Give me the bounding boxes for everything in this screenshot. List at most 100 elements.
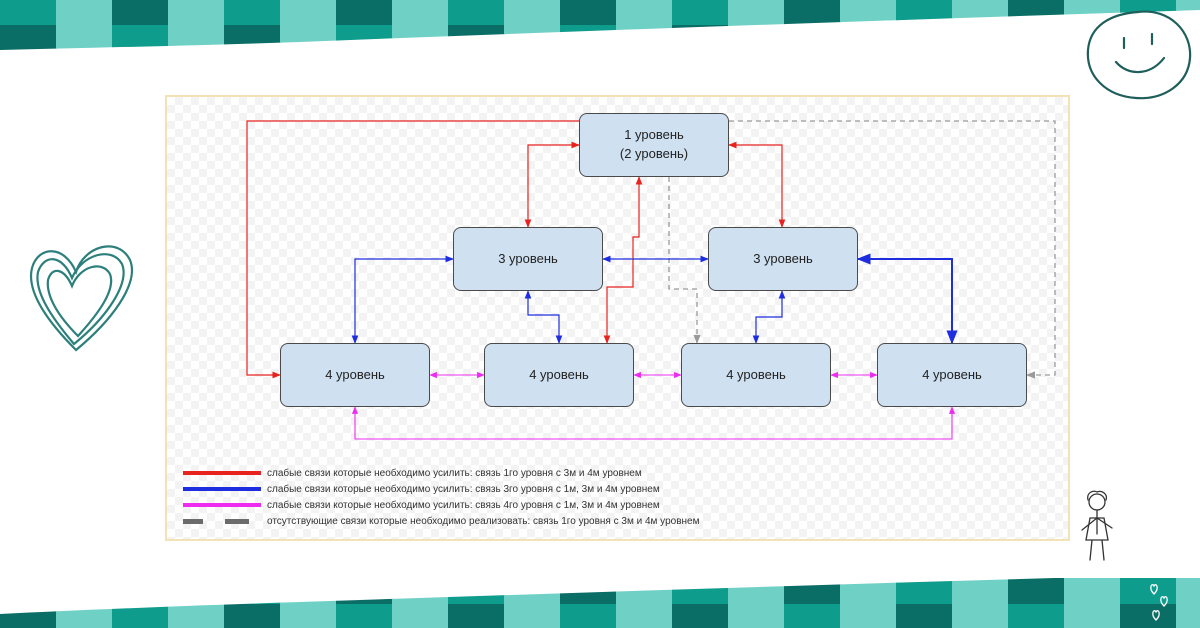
link-n4a-n4d <box>351 406 956 440</box>
checker-tile <box>56 25 113 50</box>
checker-tile <box>672 0 729 25</box>
legend-label: слабые связи которые необходимо усилить:… <box>267 499 660 511</box>
checker-tile <box>448 578 505 604</box>
checker-tile <box>560 25 617 50</box>
legend-item-gray-dashed: отсутствующие связи которые необходимо р… <box>183 513 699 529</box>
checker-tile <box>392 578 449 604</box>
link-n1-n3b <box>728 141 786 228</box>
checker-tile <box>616 604 673 628</box>
checker-tile <box>1008 25 1065 50</box>
checker-tile <box>784 25 841 50</box>
legend-line <box>183 471 261 475</box>
legend-swatch-red <box>183 466 261 480</box>
legend-label: слабые связи которые необходимо усилить:… <box>267 483 660 495</box>
checker-tile <box>728 25 785 50</box>
checker-tile <box>728 578 785 604</box>
checker-tile <box>840 0 897 25</box>
checker-tile <box>280 604 337 628</box>
checker-tile <box>0 604 57 628</box>
checker-tile <box>728 604 785 628</box>
checker-tile <box>0 0 57 25</box>
checker-band-top <box>0 0 1200 50</box>
legend-dash <box>225 519 249 524</box>
legend-swatch-magenta <box>183 498 261 512</box>
checker-tile <box>896 0 953 25</box>
legend: слабые связи которые необходимо усилить:… <box>183 465 699 529</box>
legend-dash <box>183 519 203 524</box>
link-n1-n4a <box>246 120 579 379</box>
checker-tile <box>392 604 449 628</box>
checker-tile <box>1008 0 1065 25</box>
checker-tile <box>952 578 1009 604</box>
checker-tile <box>1008 578 1065 604</box>
checker-tile <box>560 604 617 628</box>
checker-tile <box>0 578 57 604</box>
link-n1-n4d <box>729 120 1056 379</box>
small-hearts-doodle <box>1150 584 1168 621</box>
checker-tile <box>336 578 393 604</box>
checker-tile <box>896 25 953 50</box>
link-n3a-n4b <box>524 290 563 344</box>
checker-tile <box>1064 578 1121 604</box>
checker-tile <box>1176 578 1200 604</box>
checker-tile <box>896 604 953 628</box>
diagram-links <box>246 120 1056 440</box>
legend-label: отсутствующие связи которые необходимо р… <box>267 515 700 527</box>
checker-tile <box>336 0 393 25</box>
checker-tile <box>56 578 113 604</box>
checker-tile <box>784 578 841 604</box>
checker-tile <box>1008 604 1065 628</box>
checker-tile <box>168 578 225 604</box>
legend-item-magenta: слабые связи которые необходимо усилить:… <box>183 497 699 513</box>
checker-tile <box>392 25 449 50</box>
checker-tile <box>112 0 169 25</box>
node-level-3-left: 3 уровень <box>453 227 603 291</box>
checker-tile <box>56 604 113 628</box>
checker-tile <box>504 0 561 25</box>
checker-tile <box>952 25 1009 50</box>
checker-tile <box>840 25 897 50</box>
checker-tile <box>840 604 897 628</box>
checker-tile <box>560 0 617 25</box>
heart-doodle <box>29 245 133 352</box>
legend-label: слабые связи которые необходимо усилить:… <box>267 467 642 479</box>
checker-tile <box>336 25 393 50</box>
checker-tile <box>616 0 673 25</box>
checker-tile <box>224 578 281 604</box>
checker-tile <box>560 578 617 604</box>
node-level-4-a: 4 уровень <box>280 343 430 407</box>
link-n1-n4c <box>668 177 701 344</box>
link-n3a-n4a <box>351 255 454 344</box>
legend-item-red: слабые связи которые необходимо усилить:… <box>183 465 699 481</box>
checker-tile <box>168 25 225 50</box>
checker-tile <box>784 604 841 628</box>
checker-tile <box>504 25 561 50</box>
checker-tile <box>112 578 169 604</box>
checker-tile <box>56 0 113 25</box>
legend-line <box>183 487 261 491</box>
smiley-doodle <box>1086 10 1192 100</box>
checker-tile <box>672 578 729 604</box>
checker-tile <box>672 604 729 628</box>
legend-line <box>183 503 261 507</box>
checker-tile <box>448 0 505 25</box>
checker-tile <box>1176 604 1200 628</box>
checker-tile <box>280 0 337 25</box>
checker-tile <box>336 604 393 628</box>
checker-tile <box>280 25 337 50</box>
legend-swatch-blue <box>183 482 261 496</box>
diagram-panel: 1 уровень (2 уровень) 3 уровень 3 уровен… <box>165 95 1070 541</box>
link-n1-n3a <box>524 141 580 228</box>
link-n3b-n4c <box>752 290 786 344</box>
checker-tile <box>168 0 225 25</box>
checker-tile <box>616 578 673 604</box>
link-n3b-n4d <box>856 253 958 345</box>
checker-tile <box>784 0 841 25</box>
checker-tile <box>224 25 281 50</box>
checker-tile <box>224 604 281 628</box>
checker-tile <box>952 0 1009 25</box>
node-level-4-c: 4 уровень <box>681 343 831 407</box>
checker-tile <box>1064 604 1121 628</box>
checker-tile <box>1120 604 1177 628</box>
node-level-4-b: 4 уровень <box>484 343 634 407</box>
